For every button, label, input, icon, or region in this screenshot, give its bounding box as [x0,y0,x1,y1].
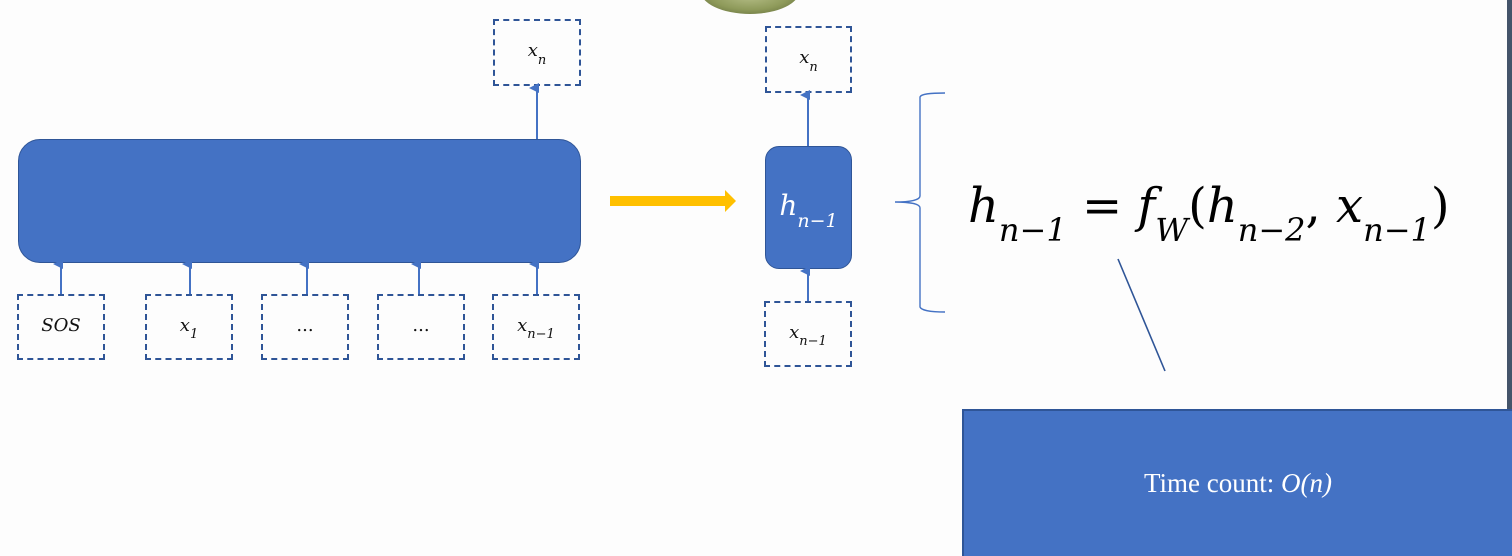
input-token-label: x1 [179,314,199,343]
input-token-label: ... [296,314,314,336]
time-complexity-value: O(n) [1281,468,1332,498]
slide-edge-bar [1507,0,1512,409]
input-token-box-x1: x1 [145,294,233,360]
input-token-box-xn-1: xn−1 [492,294,580,360]
input-token-label: ... [412,314,430,336]
rnn-input-token-label: xn−1 [789,321,827,350]
curly-brace-icon [894,92,946,313]
pointer-line [1117,258,1166,372]
recurrence-equation: hn−1 = fW(hn−2, xn−1) [968,178,1450,249]
output-token-label: xn [527,40,547,68]
time-complexity-label: Time count: [1143,468,1282,498]
transition-arrow-icon [610,190,736,212]
time-complexity-box: Time count: O(n) [962,409,1512,556]
left-input-arrows [53,83,539,294]
transformer-block [18,139,581,263]
rnn-output-token-label: xn [799,47,818,75]
input-token-label: xn−1 [517,314,555,343]
input-token-box-ellipsis-1: ... [261,294,349,360]
rnn-input-token-box: xn−1 [764,301,852,367]
input-token-box-ellipsis-2: ... [377,294,465,360]
rnn-hidden-state-cell: hn−1 [765,146,852,269]
input-token-label: SOS [41,314,81,336]
input-token-box-sos: SOS [17,294,105,360]
hidden-state-label: hn−1 [779,188,838,233]
decorative-image-fragment [700,0,800,14]
